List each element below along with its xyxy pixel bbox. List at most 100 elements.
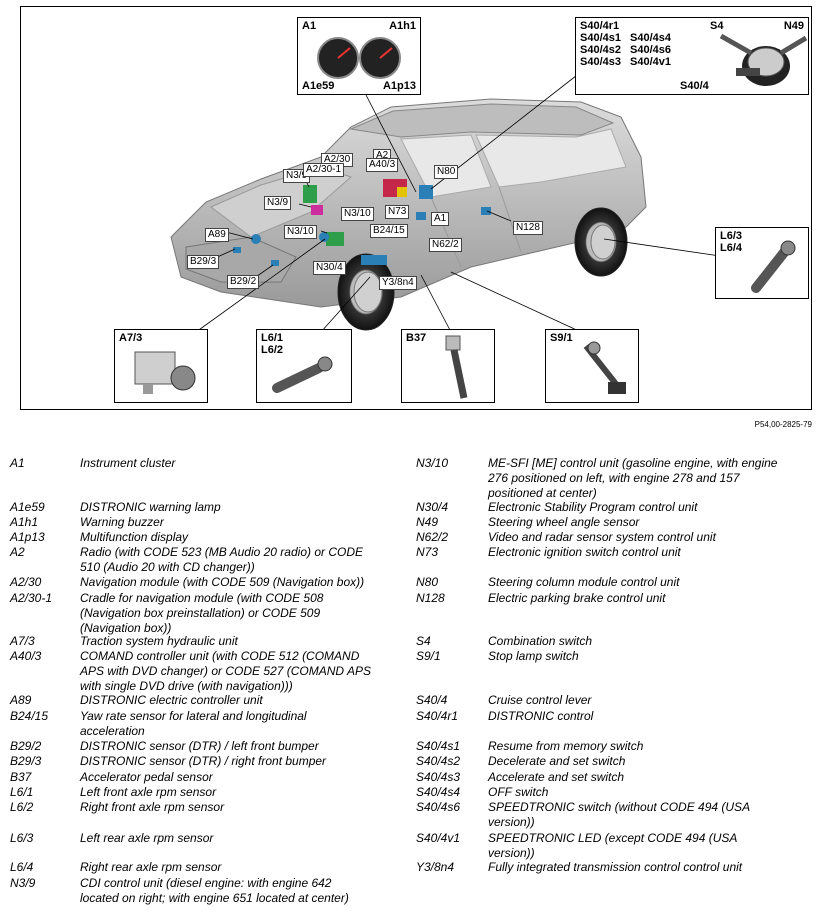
legend-description: SPEEDTRONIC switch (without CODE 494 (US… bbox=[488, 800, 751, 829]
inset-front-rpm-sensor: L6/1 L6/2 bbox=[256, 329, 352, 403]
legend-code: B29/3 bbox=[10, 754, 42, 768]
legend-code: L6/1 bbox=[10, 785, 34, 799]
callout-label: A40/3 bbox=[366, 158, 399, 172]
legend-code: N30/4 bbox=[416, 500, 449, 514]
legend-description: Steering wheel angle sensor bbox=[488, 515, 640, 529]
legend-description: Steering column module control unit bbox=[488, 575, 680, 589]
component-markers bbox=[233, 179, 491, 266]
legend-description: Cruise control lever bbox=[488, 693, 592, 707]
callout-label: Y3/8n4 bbox=[379, 276, 417, 290]
hydraulic-unit-icon bbox=[134, 351, 196, 394]
inset-label: A7/3 bbox=[119, 332, 143, 344]
inset-label: S40/4v1 bbox=[630, 56, 671, 68]
inset-steering-switches: S40/4r1 S40/4s1 S40/4s2 S40/4s3 S40/4s4 … bbox=[575, 17, 809, 95]
legend-code: S40/4 bbox=[416, 693, 448, 707]
inset-instrument-cluster: A1 A1h1 A1e59 A1p13 bbox=[297, 17, 421, 95]
inset-label: N49 bbox=[783, 20, 804, 32]
legend-description: Right rear axle rpm sensor bbox=[80, 860, 222, 874]
legend-code: N62/2 bbox=[416, 530, 449, 544]
legend-code: L6/2 bbox=[10, 800, 34, 814]
legend-code: A7/3 bbox=[10, 634, 35, 648]
legend-description: Electric parking brake control unit bbox=[488, 591, 666, 605]
legend-description: Navigation module (with CODE 509 (Naviga… bbox=[80, 575, 365, 589]
legend-description: Left front axle rpm sensor bbox=[80, 785, 217, 799]
legend-description: Left rear axle rpm sensor bbox=[80, 831, 214, 845]
inset-label: S40/4s1 bbox=[580, 32, 621, 44]
callout-label: N3/10 bbox=[341, 207, 374, 221]
legend-code: N3/9 bbox=[10, 876, 36, 890]
inset-label: S40/4s6 bbox=[630, 44, 671, 56]
callout-label: N73 bbox=[385, 205, 410, 219]
legend-code: S40/4r1 bbox=[416, 709, 459, 723]
legend-code: A1e59 bbox=[10, 500, 45, 514]
legend-description: CDI control unit (diesel engine: with en… bbox=[80, 876, 349, 905]
legend-code: Y3/8n4 bbox=[416, 860, 455, 874]
callout-label: N62/2 bbox=[429, 238, 462, 252]
inset-label: S9/1 bbox=[550, 332, 573, 344]
legend-code: N73 bbox=[416, 545, 439, 559]
legend-description: Stop lamp switch bbox=[488, 649, 579, 663]
callout-label: B29/2 bbox=[227, 275, 260, 289]
inset-hydraulic-unit: A7/3 bbox=[114, 329, 208, 403]
legend-description: DISTRONIC warning lamp bbox=[80, 500, 221, 514]
legend-code: A2 bbox=[10, 545, 25, 559]
legend-description: DISTRONIC control bbox=[488, 709, 594, 723]
legend-code: S40/4s2 bbox=[416, 754, 461, 768]
legend-code: L6/4 bbox=[10, 860, 34, 874]
legend-description: Electronic Stability Program control uni… bbox=[488, 500, 698, 514]
legend-description: Cradle for navigation module (with CODE … bbox=[80, 591, 324, 635]
legend-code: N3/10 bbox=[416, 456, 449, 470]
legend-description: Accelerator pedal sensor bbox=[80, 770, 213, 784]
pedal-icon bbox=[445, 335, 468, 399]
inset-label: A1 bbox=[302, 20, 317, 32]
legend-code: S40/4s1 bbox=[416, 739, 461, 753]
inset-accelerator-pedal: B37 bbox=[401, 329, 495, 403]
legend-code: N128 bbox=[416, 591, 445, 605]
legend-code: N80 bbox=[416, 575, 439, 589]
legend-description: Accelerate and set switch bbox=[488, 770, 625, 784]
legend-code: B29/2 bbox=[10, 739, 42, 753]
callout-label: B29/3 bbox=[187, 255, 220, 269]
inset-label: L6/3 bbox=[720, 230, 743, 242]
legend-description: Video and radar sensor system control un… bbox=[488, 530, 716, 544]
inset-stop-lamp-switch: S9/1 bbox=[545, 329, 639, 403]
legend-description: Yaw rate sensor for lateral and longitud… bbox=[80, 709, 307, 738]
legend-description: OFF switch bbox=[488, 785, 549, 799]
figure-reference: P54,00-2825-79 bbox=[754, 420, 812, 429]
legend-description: Instrument cluster bbox=[80, 456, 176, 470]
legend-description: Multifunction display bbox=[80, 530, 189, 544]
legend-description: DISTRONIC electric controller unit bbox=[80, 693, 263, 707]
legend-code: S40/4s3 bbox=[416, 770, 461, 784]
legend-code: B37 bbox=[10, 770, 32, 784]
legend-description: Decelerate and set switch bbox=[488, 754, 626, 768]
inset-label: A1p13 bbox=[382, 80, 416, 92]
inset-label: L6/4 bbox=[720, 242, 743, 254]
inset-label: S40/4s3 bbox=[580, 56, 621, 68]
inset-label: A1e59 bbox=[302, 80, 335, 92]
inset-label: S40/4 bbox=[680, 80, 709, 92]
legend-code: S40/4s4 bbox=[416, 785, 461, 799]
legend-description: Radio (with CODE 523 (MB Audio 20 radio)… bbox=[80, 545, 363, 574]
rear-wheel bbox=[574, 207, 628, 277]
legend-code: S4 bbox=[416, 634, 431, 648]
front-wheel bbox=[337, 253, 395, 331]
callout-label: A2/30-1 bbox=[303, 163, 345, 177]
legend-code: B24/15 bbox=[10, 709, 49, 723]
inset-label: L6/2 bbox=[261, 344, 284, 356]
legend-code: L6/3 bbox=[10, 831, 34, 845]
callout-label: A89 bbox=[205, 228, 229, 242]
rpm-sensor-icon bbox=[751, 240, 796, 293]
callout-label: A1 bbox=[431, 212, 450, 226]
legend-description: Traction system hydraulic unit bbox=[80, 634, 238, 648]
legend-code: A2/30 bbox=[10, 575, 42, 589]
legend-description: Electronic ignition switch control unit bbox=[488, 545, 681, 559]
legend-description: ME-SFI [ME] control unit (gasoline engin… bbox=[488, 456, 778, 500]
gauge-icon bbox=[317, 37, 401, 79]
inset-label: L6/1 bbox=[261, 332, 284, 344]
callout-label: N3/9 bbox=[264, 196, 292, 210]
callout-label: N128 bbox=[513, 221, 543, 235]
legend-description: Right front axle rpm sensor bbox=[80, 800, 225, 814]
inset-rear-rpm-sensor: L6/3 L6/4 bbox=[715, 227, 809, 299]
